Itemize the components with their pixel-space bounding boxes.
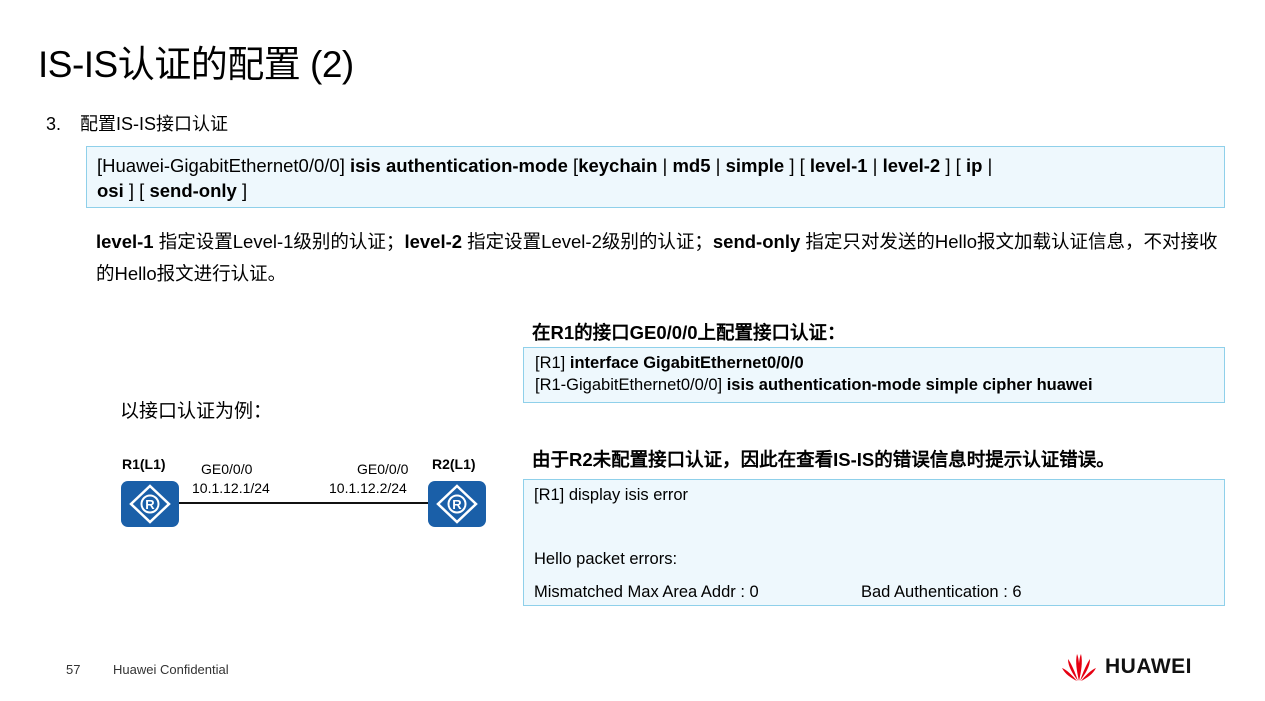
command-sep: | <box>867 155 883 176</box>
svg-text:R: R <box>452 497 462 512</box>
cli-prompt: [R1-GigabitEthernet0/0/0] <box>535 376 727 394</box>
command-sep: ] [ <box>123 180 150 201</box>
page-title: IS-IS认证的配置 (2) <box>38 44 354 85</box>
command-sep: | <box>710 155 726 176</box>
command-keyword: send-only <box>149 180 237 201</box>
r2-router-icon: R <box>428 481 486 527</box>
command-keyword: ip <box>965 155 983 176</box>
command-sep: ] <box>236 180 248 201</box>
desc-keyword: send-only <box>712 231 801 252</box>
desc-text: 指定设置Level-2级别的认证； <box>462 231 713 252</box>
command-sep: | <box>657 155 673 176</box>
r1-config-heading: 在R1的接口GE0/0/0上配置接口认证： <box>532 322 846 343</box>
desc-text: 指定只对发送的Hello报文加载认证信息，不对接收的Hello报文进行认证。 <box>96 231 1218 284</box>
r2-error-heading: 由于R2未配置接口认证，因此在查看IS-IS的错误信息时提示认证错误。 <box>532 449 1115 470</box>
command-sep: | <box>982 155 993 176</box>
r2-ip: 10.1.12.2/24 <box>329 480 407 496</box>
command-keyword: md5 <box>672 155 711 176</box>
r1-config-box: [R1] interface GigabitEthernet0/0/0 [R1-… <box>523 347 1225 403</box>
cli-command: isis authentication-mode simple cipher h… <box>726 376 1093 394</box>
r1-config-line: [R1] interface GigabitEthernet0/0/0 <box>535 352 1213 374</box>
r1-name: R1(L1) <box>122 456 166 472</box>
command-keyword: osi <box>97 180 124 201</box>
step-number: 3. <box>46 114 62 134</box>
error-output-line: Hello packet errors: <box>534 550 678 568</box>
error-output-line: Bad Authentication : 6 <box>861 583 1022 601</box>
command-prefix: [Huawei-GigabitEthernet0/0/0] <box>97 155 350 176</box>
confidential-label: Huawei Confidential <box>113 662 229 677</box>
error-output-line: Mismatched Max Area Addr : 0 <box>534 583 759 601</box>
step-heading: 3. 配置IS-IS接口认证 <box>46 110 228 136</box>
command-keyword: keychain <box>578 155 658 176</box>
r2-name: R2(L1) <box>432 456 476 472</box>
cli-prompt: [R1] <box>535 354 570 372</box>
step-text: 配置IS-IS接口认证 <box>80 114 229 134</box>
command-keyword: isis authentication-mode <box>349 155 568 176</box>
r2-interface: GE0/0/0 <box>357 461 409 477</box>
r1-interface: GE0/0/0 <box>201 461 253 477</box>
desc-text: 指定设置Level-1级别的认证； <box>153 231 405 252</box>
command-keyword: simple <box>725 155 785 176</box>
parameter-description: level-1 指定设置Level-1级别的认证；level-2 指定设置Lev… <box>96 226 1236 290</box>
r1-config-line: [R1-GigabitEthernet0/0/0] isis authentic… <box>535 374 1213 396</box>
desc-keyword: level-2 <box>404 231 463 252</box>
cli-command: interface GigabitEthernet0/0/0 <box>569 354 804 372</box>
command-sep: [ <box>567 155 579 176</box>
example-label: 以接口认证为例： <box>120 401 273 422</box>
r1-router-icon: R <box>121 481 179 527</box>
command-keyword: level-2 <box>882 155 941 176</box>
command-keyword: level-1 <box>809 155 868 176</box>
command-sep: ] [ <box>940 155 966 176</box>
huawei-petal-icon <box>1062 654 1096 681</box>
command-sep: ] [ <box>784 155 810 176</box>
command-syntax-box: [Huawei-GigabitEthernet0/0/0] isis authe… <box>86 146 1225 208</box>
svg-text:R: R <box>145 497 155 512</box>
error-output-box: [R1] display isis error Hello packet err… <box>523 479 1225 606</box>
page-number: 57 <box>66 662 81 677</box>
brand-name: HUAWEI <box>1105 655 1192 678</box>
r1-ip: 10.1.12.1/24 <box>192 480 270 496</box>
link-line <box>178 502 432 504</box>
desc-keyword: level-1 <box>96 231 154 252</box>
error-output-line: [R1] display isis error <box>534 486 689 504</box>
huawei-logo: HUAWEI <box>1060 652 1192 682</box>
